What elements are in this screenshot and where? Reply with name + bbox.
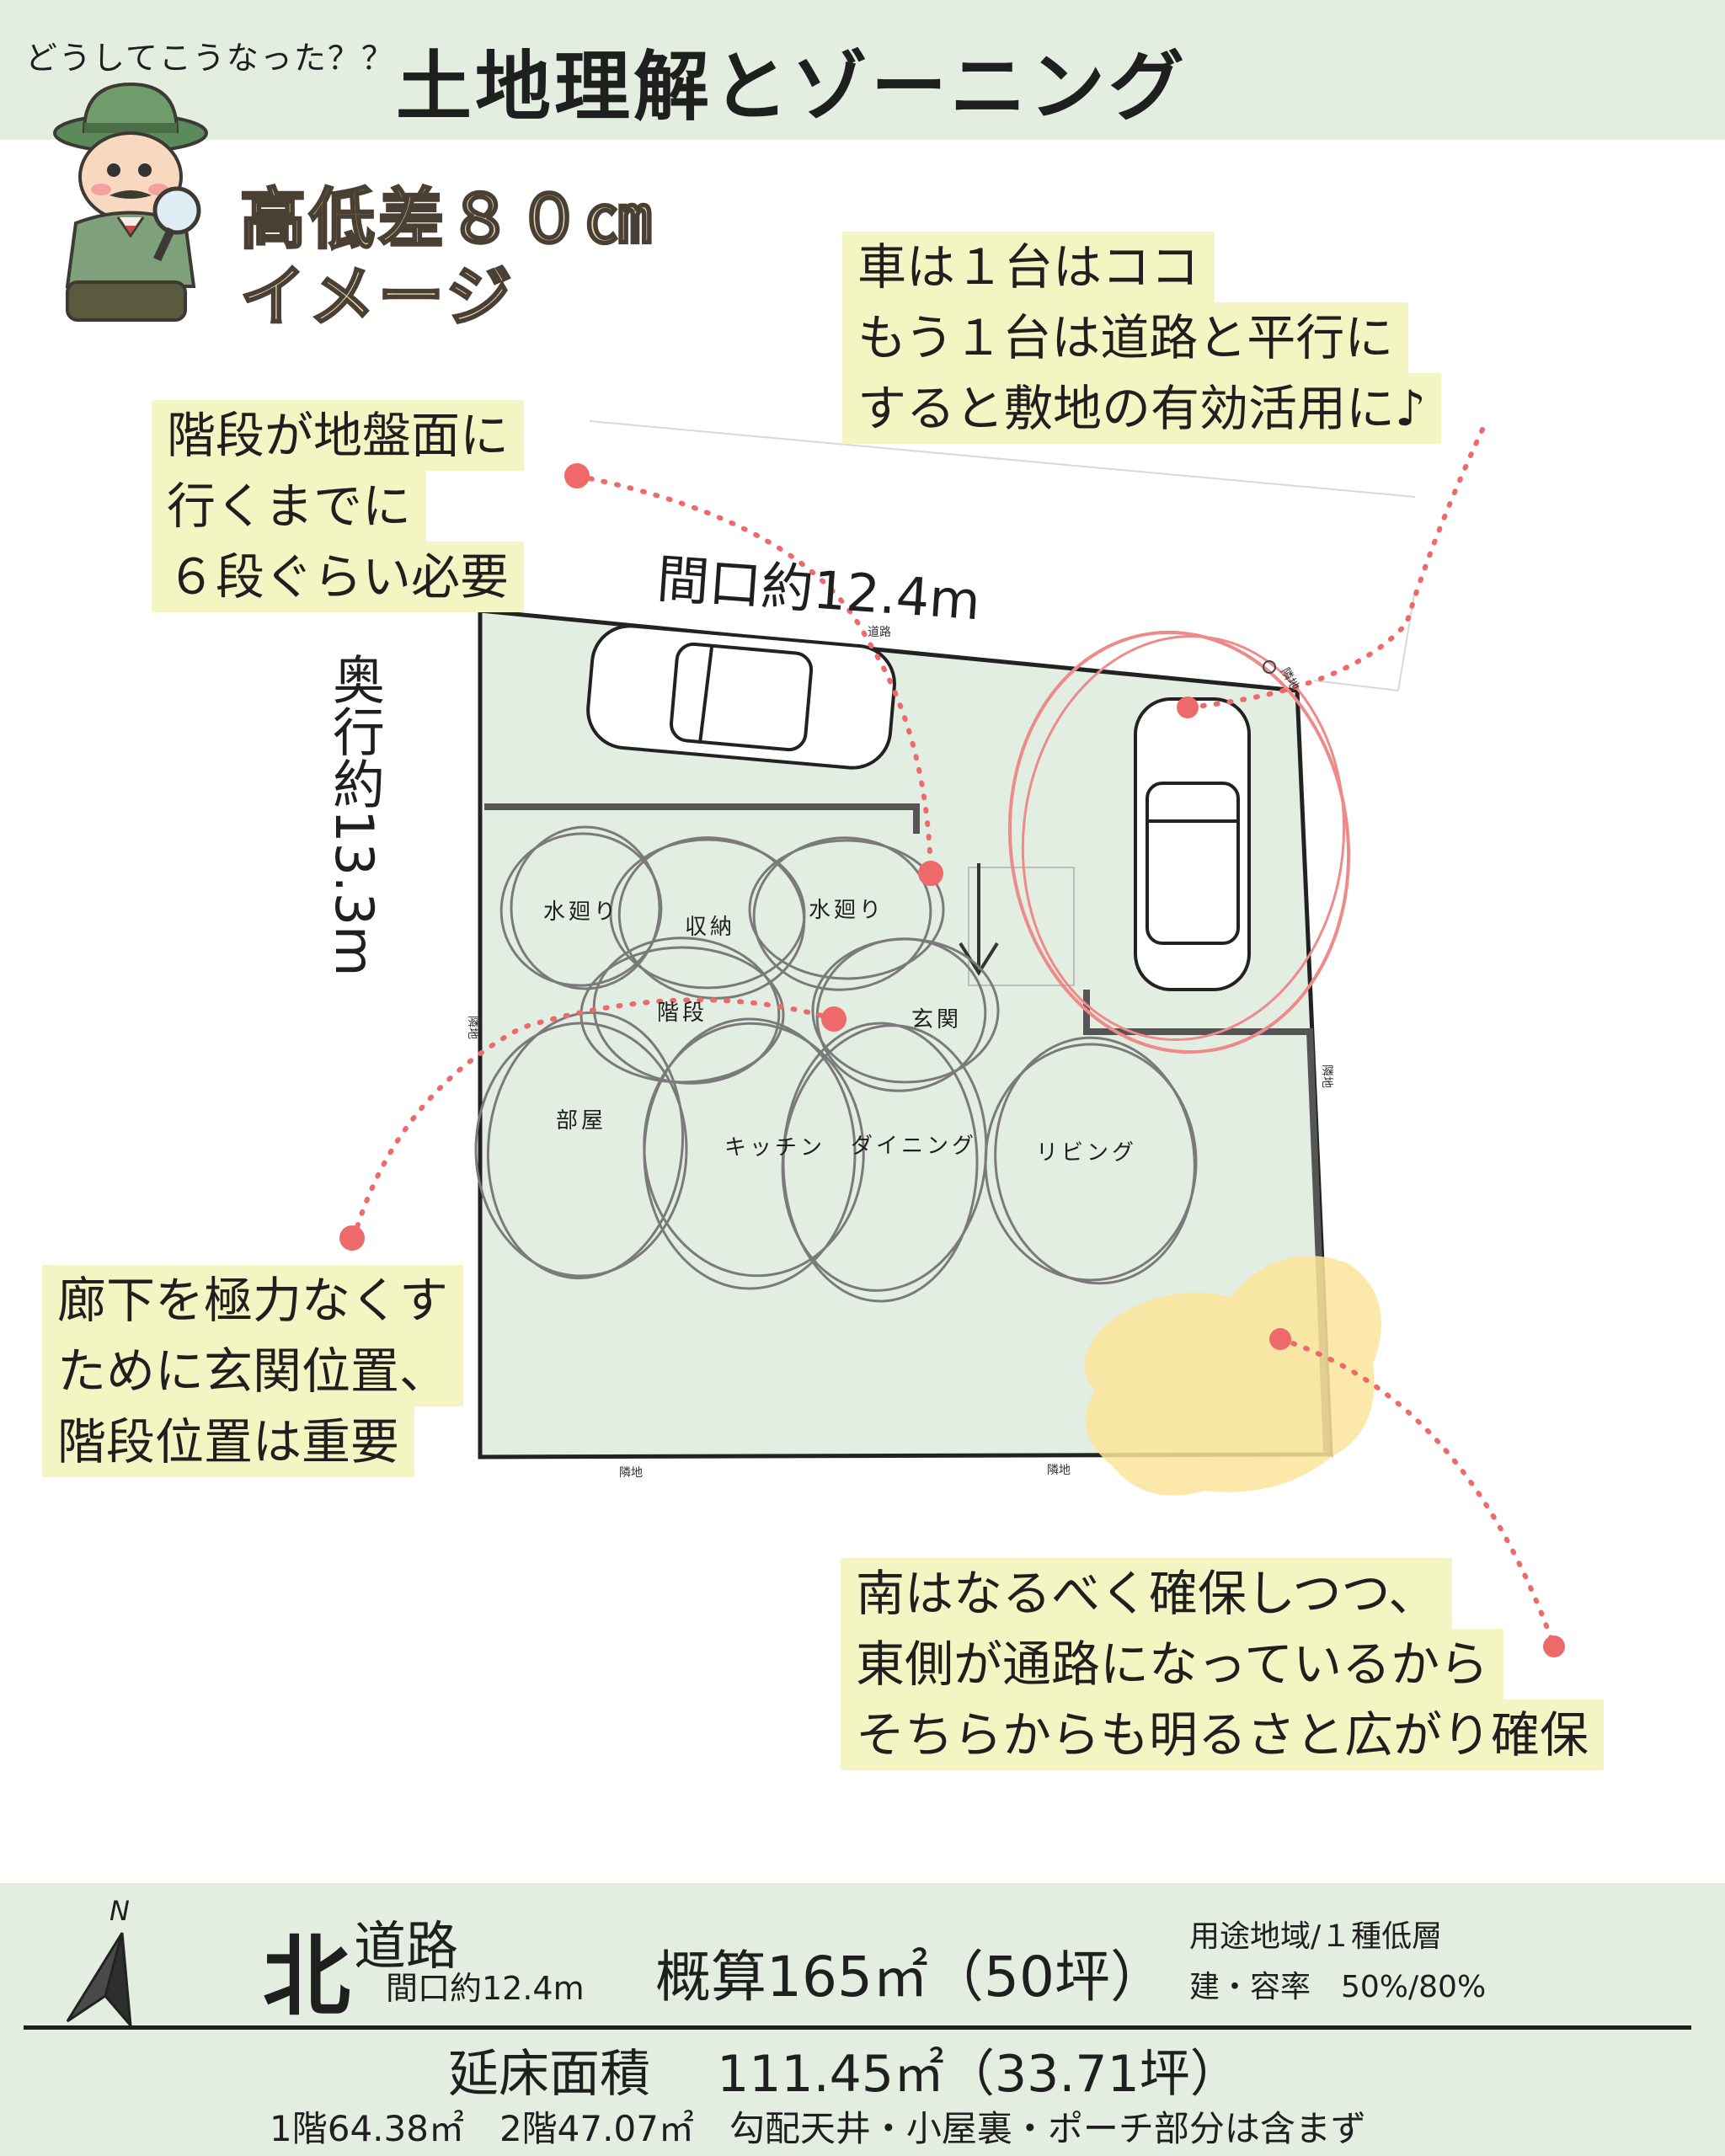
note-stairs: 階段が地盤面に 行くまでに ６段ぐらい必要	[152, 400, 525, 612]
room-label-dining: ダイニング	[851, 1134, 978, 1159]
footer-ratio: 建・容率 50%/80%	[1189, 1970, 1487, 2004]
footer-floor-breakdown: 1階64.38㎡ 2階47.07㎡ 勾配天井・小屋裏・ポーチ部分は含まず	[270, 2108, 1366, 2149]
building-wall	[484, 803, 920, 834]
dot-south	[1269, 1328, 1291, 1350]
room-label-water2: 水廻り	[809, 898, 885, 923]
footer-zoning: 用途地域/１種低層	[1189, 1919, 1443, 1954]
page-title: 土地理解とゾーニング	[396, 43, 1188, 131]
room-label-stairs: 階段	[657, 1001, 708, 1026]
note-car: 車は１台はココ もう１台は道路と平行に すると敷地の有効活用に♪	[842, 232, 1442, 444]
zone-bubble	[510, 825, 661, 990]
room-label-water1: 水廻り	[543, 899, 620, 925]
note-car-line: 車は１台はココ	[842, 232, 1215, 302]
footer-band	[0, 1883, 1725, 2156]
zone-bubble	[617, 836, 806, 1000]
note-hallway: 廊下を極力なくす ために玄関位置、 階段位置は重要	[42, 1265, 464, 1477]
compass-label: N	[109, 1895, 130, 1927]
south-light-area	[1084, 1256, 1381, 1496]
compass-arrow-icon	[66, 1932, 132, 2030]
footer-total-floor-area: 延床面積 111.45㎡（33.71坪）	[448, 2045, 1241, 2104]
parking-highlight	[1021, 634, 1346, 1042]
connector-car	[1185, 427, 1485, 710]
label-neighbor-bottom-right: 隣地	[1047, 1464, 1071, 1477]
room-label-storage: 収納	[685, 915, 736, 940]
room-label-living: リビング	[1036, 1140, 1138, 1166]
label-neighbor-left: 隣地	[466, 1016, 479, 1039]
note-hallway-line: 廊下を極力なくす	[42, 1265, 464, 1336]
parking-highlight	[1007, 630, 1351, 1054]
elevation-note-line1: 高低差８０㎝	[238, 181, 655, 259]
footer-area: 概算165㎡（50坪）	[655, 1945, 1166, 2009]
zone-bubble	[781, 1024, 988, 1292]
zone-bubble	[815, 937, 987, 1092]
note-stairs-line: 行くまでに	[152, 471, 427, 542]
zoning-bubbles	[474, 825, 1198, 1303]
elevation-note-line2: イメージ	[238, 259, 515, 337]
page-subtitle: どうしてこうなった？？	[25, 40, 395, 77]
footer-frontage: 間口約12.4m	[386, 1970, 585, 2007]
zone-bubble	[486, 1011, 685, 1280]
detective-illustration	[53, 82, 208, 322]
dot-south-note	[1543, 1636, 1565, 1657]
zone-bubble	[984, 1043, 1198, 1282]
connector-hallway	[351, 997, 836, 1241]
label-neighbor-right: 隣地	[1320, 1065, 1333, 1088]
footer-divider	[24, 2025, 1691, 2030]
note-hallway-line: 階段位置は重要	[42, 1406, 415, 1477]
header-band	[0, 0, 1725, 140]
dot-entrance	[821, 1006, 846, 1032]
parking-guide	[968, 867, 1075, 986]
room-label-kitchen: キッチン	[724, 1135, 826, 1161]
dot-stairs-note	[564, 463, 590, 488]
note-south-line: そちらからも明るさと広がり確保	[841, 1700, 1605, 1770]
zone-bubble	[499, 832, 663, 987]
note-south: 南はなるべく確保しつつ、 東側が通路になっているから そちらからも明るさと広がり…	[841, 1558, 1605, 1770]
depth-dimension: 奥行約13.3m	[323, 653, 385, 977]
room-label-entrance: 玄関	[911, 1007, 963, 1033]
zone-bubble	[752, 836, 932, 991]
connector-south	[1278, 1337, 1557, 1649]
zone-bubble	[474, 1022, 688, 1278]
note-south-line: 東側が通路になっているから	[841, 1629, 1504, 1700]
car-top	[586, 624, 896, 770]
car-right	[1134, 697, 1251, 991]
label-neighbor-bottom-left: 隣地	[619, 1466, 643, 1480]
corner-marker	[1263, 660, 1276, 674]
entry-arrow-head	[959, 942, 999, 976]
label-road-top: 道路	[868, 626, 891, 639]
dot-car	[1177, 696, 1199, 718]
zone-bubble	[994, 1036, 1196, 1285]
road-guide-line	[589, 420, 1416, 498]
room-label-room: 部屋	[556, 1108, 607, 1134]
note-hallway-line: ために玄関位置、	[42, 1336, 464, 1406]
note-dots	[339, 463, 1565, 1657]
note-car-line: もう１台は道路と平行に	[842, 302, 1409, 373]
zone-bubble	[748, 839, 945, 980]
road-guide-line	[1313, 680, 1399, 691]
note-connectors	[351, 427, 1557, 1649]
note-stairs-line: ６段ぐらい必要	[152, 542, 525, 612]
dot-hallway	[339, 1225, 365, 1251]
dot-stairs	[918, 861, 943, 886]
footer-road: 道路	[354, 1915, 459, 1977]
note-south-line: 南はなるべく確保しつつ、	[841, 1558, 1453, 1629]
zone-bubble	[643, 1022, 865, 1278]
connector-stairs	[574, 473, 933, 874]
zone-bubble	[592, 937, 781, 1085]
footer-direction: 北	[263, 1925, 351, 2028]
note-stairs-line: 階段が地盤面に	[152, 400, 525, 471]
note-car-line: すると敷地の有効活用に♪	[842, 373, 1442, 444]
elevation-note: 高低差８０㎝ イメージ	[238, 181, 655, 337]
